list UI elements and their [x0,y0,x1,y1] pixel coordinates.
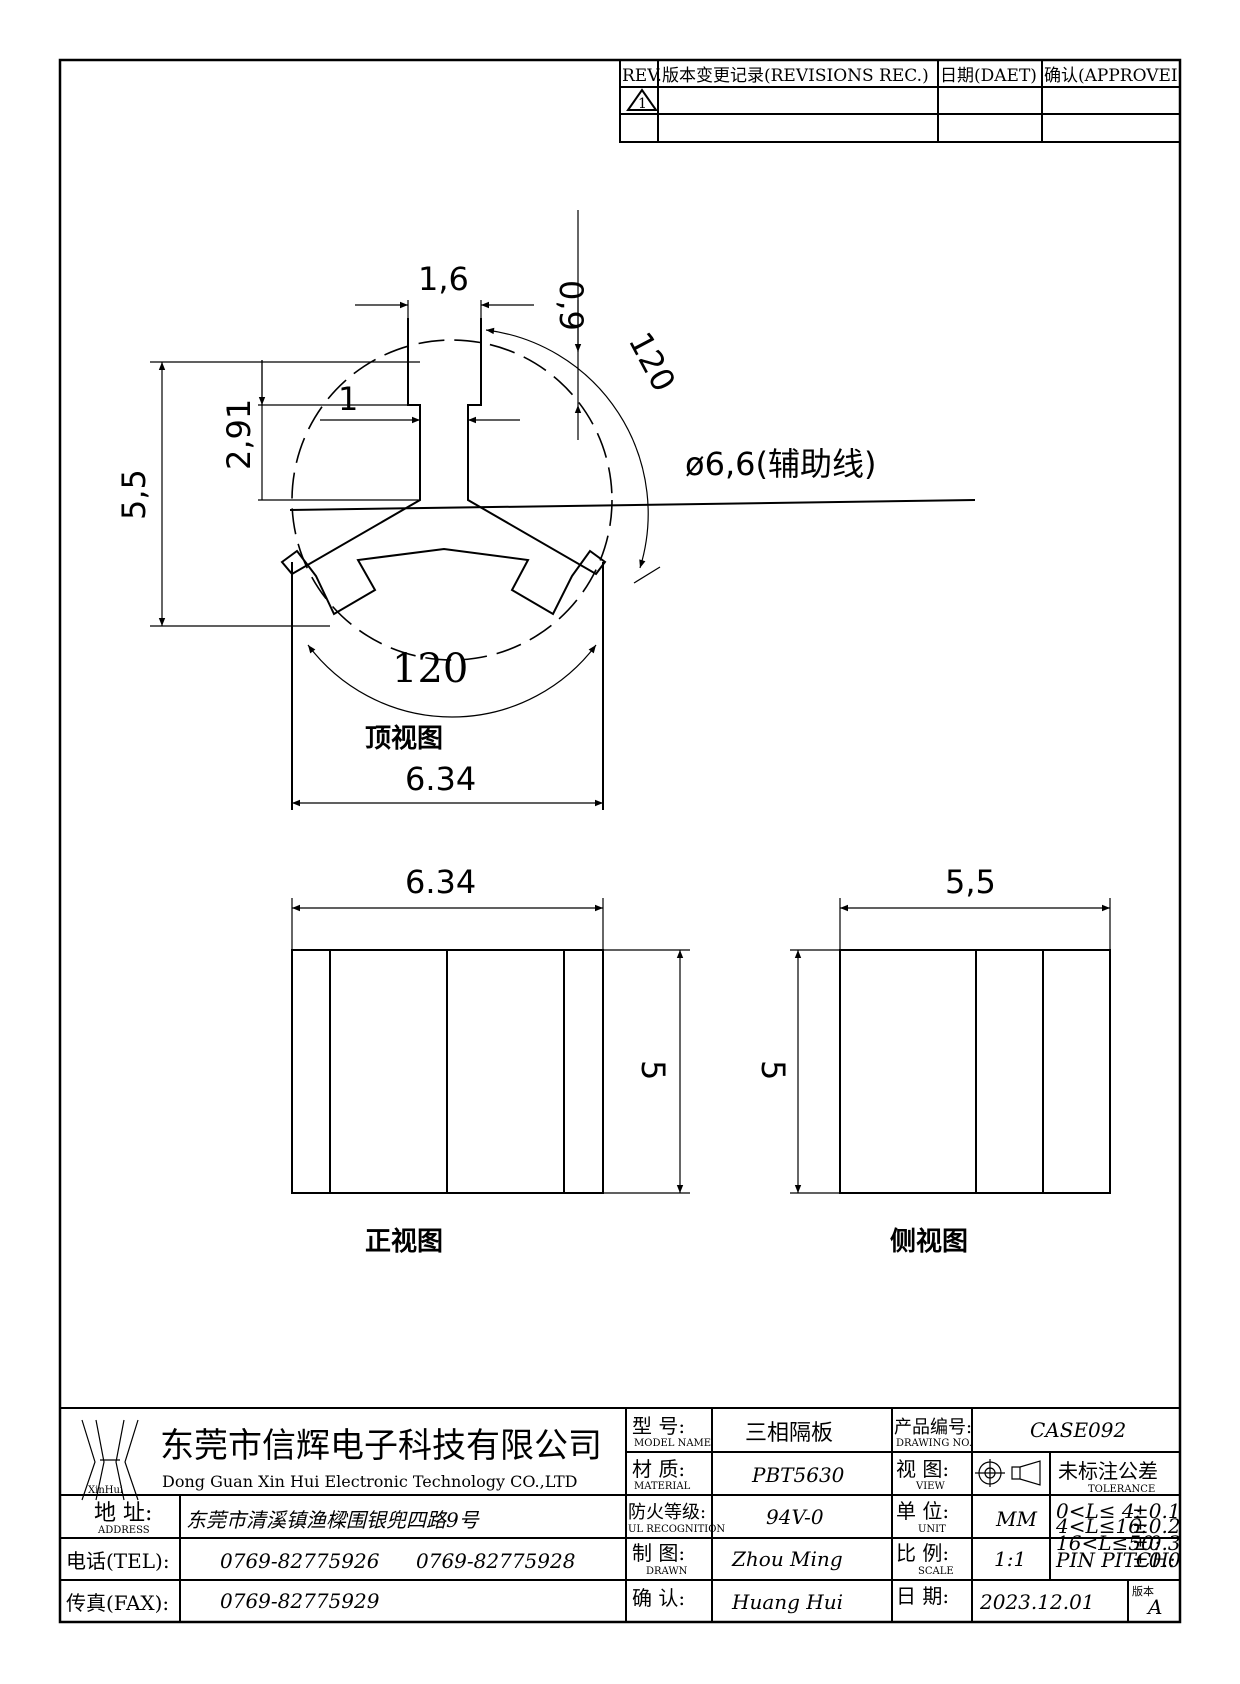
revision-number: 1 [638,96,647,112]
fire-label-en: UL RECOGNITION [628,1524,725,1535]
unit-value: MM [995,1507,1037,1531]
model-label: 型 号: [632,1414,685,1438]
svg-text:±0.3: ±0.3 [1132,1531,1181,1555]
revision-triangle-icon [626,88,658,111]
dim-side-width: 5,5 [945,863,996,901]
dim-top-width: 6.34 [405,760,476,798]
company-logo-icon: XinHui [81,1419,139,1501]
version-label: 版本 [1132,1584,1154,1598]
svg-text:4<L≤16:: 4<L≤16: [1055,1514,1148,1538]
sheet-border [58,58,1182,1624]
unit-label-en: UNIT [918,1524,946,1535]
drawing-no-label-en: DRAWING NO. [896,1438,972,1449]
model-label-en: MODEL NAME [634,1438,711,1449]
drawn-value: Zhou Ming [731,1547,843,1571]
fire-value: 94V-0 [766,1505,824,1529]
side-view: 5,5 5 侧视图 [754,863,1111,1257]
version-value: A [1146,1595,1162,1619]
confirm-value: Huang Hui [731,1590,843,1614]
dim-front-height: 5 [634,1060,672,1080]
svg-text:XinHui: XinHui [88,1485,123,1496]
approve-header: 确认(APPROVEI [1044,66,1178,86]
side-view-title: 侧视图 [890,1227,968,1257]
dim-side-height: 5 [754,1060,792,1080]
address-value: 东莞市清溪镇渔樑围银兜四路9号 [186,1508,480,1532]
rev-header: REV. [622,66,662,86]
dim-top-height: 5,5 [115,469,153,520]
view-label: 视 图: [896,1457,949,1481]
address-label: 地 址: [94,1501,152,1526]
scale-value: 1:1 [994,1547,1026,1571]
unit-label: 单 位: [896,1499,949,1523]
company-name-cn: 东莞市信辉电子科技有限公司 [160,1426,602,1466]
tel-value-2: 0769-82775928 [416,1549,575,1573]
tel-value-1: 0769-82775926 [220,1549,380,1573]
view-label-en: VIEW [915,1481,945,1492]
svg-text:±0.2: ±0.2 [1132,1514,1181,1538]
top-view-title: 顶视图 [365,724,443,754]
material-label: 材 质: [632,1457,685,1481]
title-block: XinHui 东莞市信辉电子科技有限公司 Dong Guan Xin Hui E… [59,1407,1181,1623]
model-value: 三相隔板 [745,1421,833,1446]
drawn-label: 制 图: [632,1541,685,1565]
tolerance-label: 未标注公差 [1058,1459,1158,1483]
drawing-no-value: CASE092 [1030,1418,1126,1442]
svg-text:±0.0: ±0.0 [1132,1548,1181,1572]
tel-label: 电话(TEL): [66,1549,170,1573]
dim-slot-depth: 0,9 [552,280,590,331]
material-value: PBT5630 [751,1463,845,1487]
date-value: 2023.12.01 [979,1590,1095,1614]
fire-label: 防火等级: [628,1502,706,1523]
dim-front-width: 6.34 [405,863,476,901]
dim-slot-width: 1,6 [418,260,469,298]
top-view: 1,6 0,9 1 2,91 5,5 120 ø6,6(辅助线) 120 [115,210,976,810]
fax-label: 传真(FAX): [66,1591,169,1615]
dim-aux-circle: ø6,6(辅助线) [685,445,876,483]
confirm-label: 确 认: [632,1586,685,1610]
dim-angle-bottom: 120 [392,646,468,692]
scale-label: 比 例: [896,1541,949,1565]
front-view: 6.34 5 正视图 [291,863,690,1257]
company-name-en: Dong Guan Xin Hui Electronic Technology … [162,1472,578,1491]
svg-text:±0.1: ±0.1 [1132,1499,1181,1523]
material-label-en: MATERIAL [634,1481,691,1492]
fax-value: 0769-82775929 [220,1589,380,1613]
svg-text:0<L≤ 4:: 0<L≤ 4: [1056,1499,1141,1523]
tolerance-label-en: TOLERANCE [1088,1484,1155,1495]
dim-angle-right: 120 [621,326,683,398]
drawing-no-label: 产品编号: [894,1417,972,1438]
date-header: 日期(DAET) [940,66,1037,86]
tolerance-table: 0<L≤ 4: ±0.1 4<L≤16: ±0.2 16<L≤50: ±0.3 … [1055,1499,1181,1572]
svg-text:16<L≤50:: 16<L≤50: [1056,1531,1160,1555]
dim-stem-height: 2,91 [220,399,258,470]
drawn-label-en: DRAWN [646,1566,688,1577]
revision-table: REV. 版本变更记录(REVISIONS REC.) 日期(DAET) 确认(… [619,59,1181,143]
revisions-header: 版本变更记录(REVISIONS REC.) [662,66,929,86]
svg-text:PIN PITCH:: PIN PITCH: [1055,1548,1175,1572]
date-label: 日 期: [896,1584,949,1608]
scale-label-en: SCALE [918,1566,954,1577]
projection-symbol-icon [975,1459,1041,1487]
front-view-title: 正视图 [365,1227,443,1257]
address-label-en: ADDRESS [97,1525,150,1536]
dim-stem-width: 1 [338,380,358,418]
